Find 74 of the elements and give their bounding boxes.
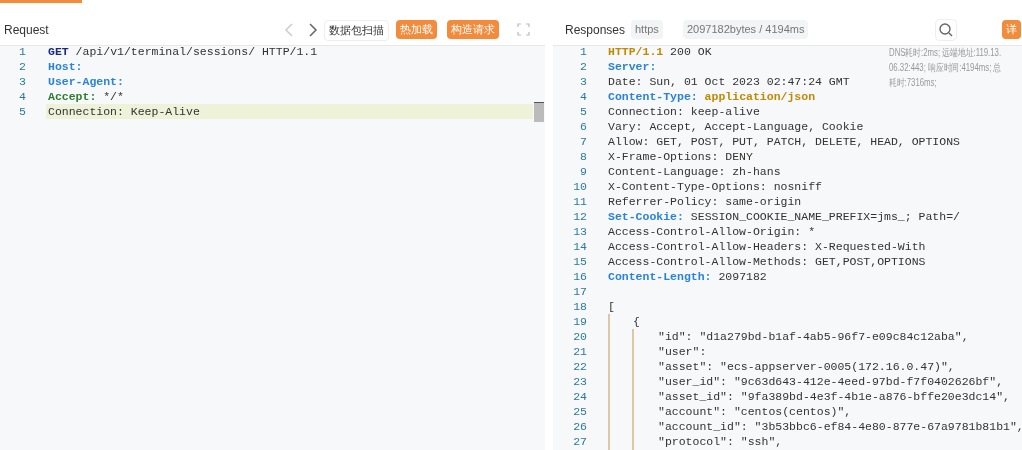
line-number: 14 [572, 239, 587, 254]
code-line: "asset": "ecs-appserver-0005(172.16.0.47)", [658, 359, 955, 374]
code-line: "user": [658, 344, 707, 359]
line-number: 3 [18, 74, 26, 89]
action-button: 数据包扫描 [324, 20, 389, 41]
line-number: 20 [572, 329, 587, 344]
line-number: 7 [579, 134, 587, 149]
code-line: User-Agent: [48, 74, 124, 89]
code-line: Vary: Accept, Accept-Language, Cookie [608, 119, 864, 134]
line-number: 12 [572, 209, 587, 224]
action-button: 热加载 [396, 20, 437, 39]
code-line: Connection: keep-alive [608, 104, 760, 119]
line-number: 26 [572, 419, 587, 434]
code-line: Connection: Keep-Alive [48, 104, 200, 119]
line-number: 21 [572, 344, 587, 359]
request-panel-title: Request [4, 23, 49, 37]
code-line: X-Frame-Options: DENY [608, 149, 753, 164]
code-line: "user_id": "9c63d643-412e-4eed-97bd-f7f0402626bf", [658, 374, 1004, 389]
line-number: 25 [572, 404, 587, 419]
code-line: HTTP/1.1 200 OK [608, 44, 712, 59]
line-number: 1 [579, 44, 587, 59]
code-line: X-Content-Type-Options: nosniff [608, 179, 822, 194]
response-panel-title: Responses [565, 23, 626, 37]
line-number: 5 [579, 104, 587, 119]
code-line: Allow: GET, POST, PUT, PATCH, DELETE, HEAD, OPTIONS [608, 134, 960, 149]
line-number: 24 [572, 389, 587, 404]
code-line: Set-Cookie: SESSION_COOKIE_NAME_PREFIX=jms_; Path=/ [608, 209, 960, 224]
line-number: 6 [579, 119, 587, 134]
info-tag: https [631, 20, 663, 39]
code-line: [ [608, 299, 615, 314]
line-number: 11 [572, 194, 587, 209]
code-line: Accept: */* [48, 89, 124, 104]
timing-info-text: 06.32:443; 响应时间:4194ms; 总 [889, 61, 1002, 75]
line-number: 27 [572, 434, 587, 449]
code-line: Access-Control-Allow-Origin: * [608, 224, 816, 239]
line-number: 3 [579, 74, 587, 89]
code-line: Server: [608, 59, 657, 74]
line-number: 22 [572, 359, 587, 374]
code-line: "protocol": "ssh", [658, 434, 783, 449]
code-line: GET /api/v1/terminal/sessions/ HTTP/1.1 [48, 44, 318, 59]
line-number: 10 [572, 179, 587, 194]
code-line: Date: Sun, 01 Oct 2023 02:47:24 GMT [608, 74, 850, 89]
line-number: 5 [18, 104, 26, 119]
line-number: 4 [579, 89, 587, 104]
line-number: 2 [579, 59, 587, 74]
line-number: 13 [572, 224, 587, 239]
info-tag: 2097182bytes / 4194ms [683, 20, 809, 39]
code-line: "account_id": "3b53bbc6-ef84-4e80-877e-67a9781b81b1", [658, 419, 1022, 434]
code-line: Access-Control-Allow-Methods: GET,POST,OPTIONS [608, 254, 926, 269]
line-number: 19 [572, 314, 587, 329]
action-button: 构造请求 [447, 20, 499, 39]
code-line: Content-Length: 2097182 [608, 269, 767, 284]
code-line: { [633, 314, 640, 329]
line-number: 2 [18, 59, 26, 74]
code-line: "id": "d1a279bd-b1af-4ab5-96f7-e09c84c12aba", [658, 329, 969, 344]
line-number: 16 [572, 269, 587, 284]
line-number: 23 [572, 374, 587, 389]
line-number: 9 [579, 164, 587, 179]
code-line: Access-Control-Allow-Headers: X-Requested-With [608, 239, 926, 254]
code-line: Host: [48, 59, 83, 74]
line-number: 17 [572, 284, 587, 299]
code-line: Referrer-Policy: same-origin [608, 194, 802, 209]
line-number: 8 [579, 149, 587, 164]
line-number: 18 [572, 299, 587, 314]
line-number: 4 [18, 89, 26, 104]
line-number: 15 [572, 254, 587, 269]
timing-info-text: 耗时:7316ms; [889, 76, 937, 90]
code-line: Content-Type: application/json [608, 89, 816, 104]
action-button: 详 [1002, 20, 1021, 39]
timing-info-text: DNS耗时:2ms; 远端地址:119.13. [889, 46, 1002, 60]
code-line: Content-Language: zh-hans [608, 164, 781, 179]
line-number: 1 [18, 44, 26, 59]
code-line: "asset_id": "9fa389bd-4e3f-4b1e-a876-bffe20e3dc14", [658, 389, 1010, 404]
code-line: "account": "centos(centos)", [658, 404, 852, 419]
